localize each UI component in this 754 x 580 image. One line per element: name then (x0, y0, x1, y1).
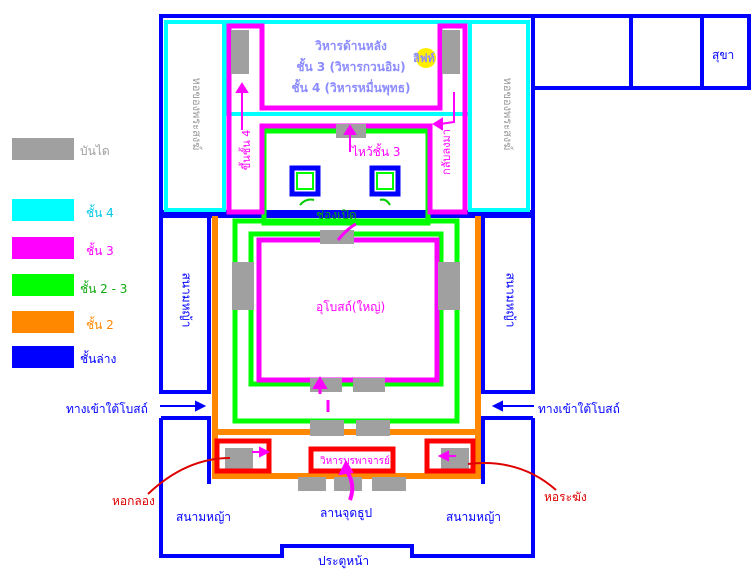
legend-swatch-floor23 (12, 274, 74, 296)
openings-label: ช่องเปิด (316, 208, 357, 222)
legend-label-stairs: บันได (80, 144, 110, 158)
legend-swatch-floor4 (12, 199, 74, 221)
legend-label-ground: ชั้นล่าง (80, 352, 117, 366)
ubosot-label: อุโบสถ์(ใหญ่) (316, 300, 386, 314)
left-lawn-vertical-label: สนามหญ้า (179, 272, 194, 328)
opening-left (289, 165, 321, 197)
incense-court-label: ลานจุดธูป (320, 506, 373, 520)
opening-right (369, 165, 401, 197)
lift-marker (416, 48, 436, 68)
rear-vihara-line2: ชั้น 3 (วิหารกวนอิม) (296, 60, 406, 74)
vihara-bureau-label: วิหารบูรพาจารย์ (320, 456, 390, 467)
right-hall-label: หอของพระสงฆ์ (501, 77, 514, 151)
rear-vihara-line3: ชั้น 4 (วิหารหมื่นพุทธ) (291, 81, 411, 95)
legend-swatch-floor2 (12, 311, 74, 333)
legend-label-floor23: ชั้น 2 - 3 (80, 282, 128, 296)
toilet-label: สุขา (712, 48, 735, 62)
lift-label: ลิฟท์ (413, 52, 435, 65)
left-entrance-label: ทางเข้าใต้โบสถ์ (66, 402, 148, 416)
legend (12, 138, 74, 368)
legend-label-floor3: ชั้น 3 (86, 244, 114, 258)
stairs (225, 30, 469, 491)
legend-swatch-floor3 (12, 237, 74, 259)
legend-swatch-ground (12, 346, 74, 368)
stairs-floor4-label: ขึ้นชั้น 4 (240, 129, 253, 171)
legend-swatch-stairs (12, 138, 74, 160)
main-gate-label: ประตูหน้า (318, 554, 370, 568)
bell-tower-label: หอระฆัง (544, 490, 587, 504)
floor2-outline (212, 216, 481, 479)
rear-vihara-line1: วิหารด้านหลัง (315, 39, 387, 53)
legend-label-floor4: ชั้น 4 (86, 206, 114, 220)
right-hall-panel (468, 20, 530, 212)
right-entrance-label: ทางเข้าใต้โบสถ์ (538, 402, 620, 416)
rear-vihara-title: วิหารด้านหลัง ชั้น 3 (วิหารกวนอิม) ชั้น … (262, 36, 440, 99)
lawn-right-label: สนามหญ้า (446, 510, 502, 524)
left-hall-label: หอของพระสงฆ์ (190, 77, 203, 151)
return-down-label: กลับลงมา (440, 129, 453, 175)
drum-tower-label: หอกลอง (112, 494, 155, 508)
legend-label-floor2: ชั้น 2 (86, 318, 114, 332)
lawn-left-label: สนามหญ้า (176, 510, 232, 524)
pray-floor3-label: ไหว้ชั้น 3 (352, 145, 401, 159)
rear-vihara-panel (223, 20, 472, 116)
right-lawn-vertical-label: สนามหญ้า (503, 272, 518, 328)
flow-arrows (147, 82, 557, 501)
